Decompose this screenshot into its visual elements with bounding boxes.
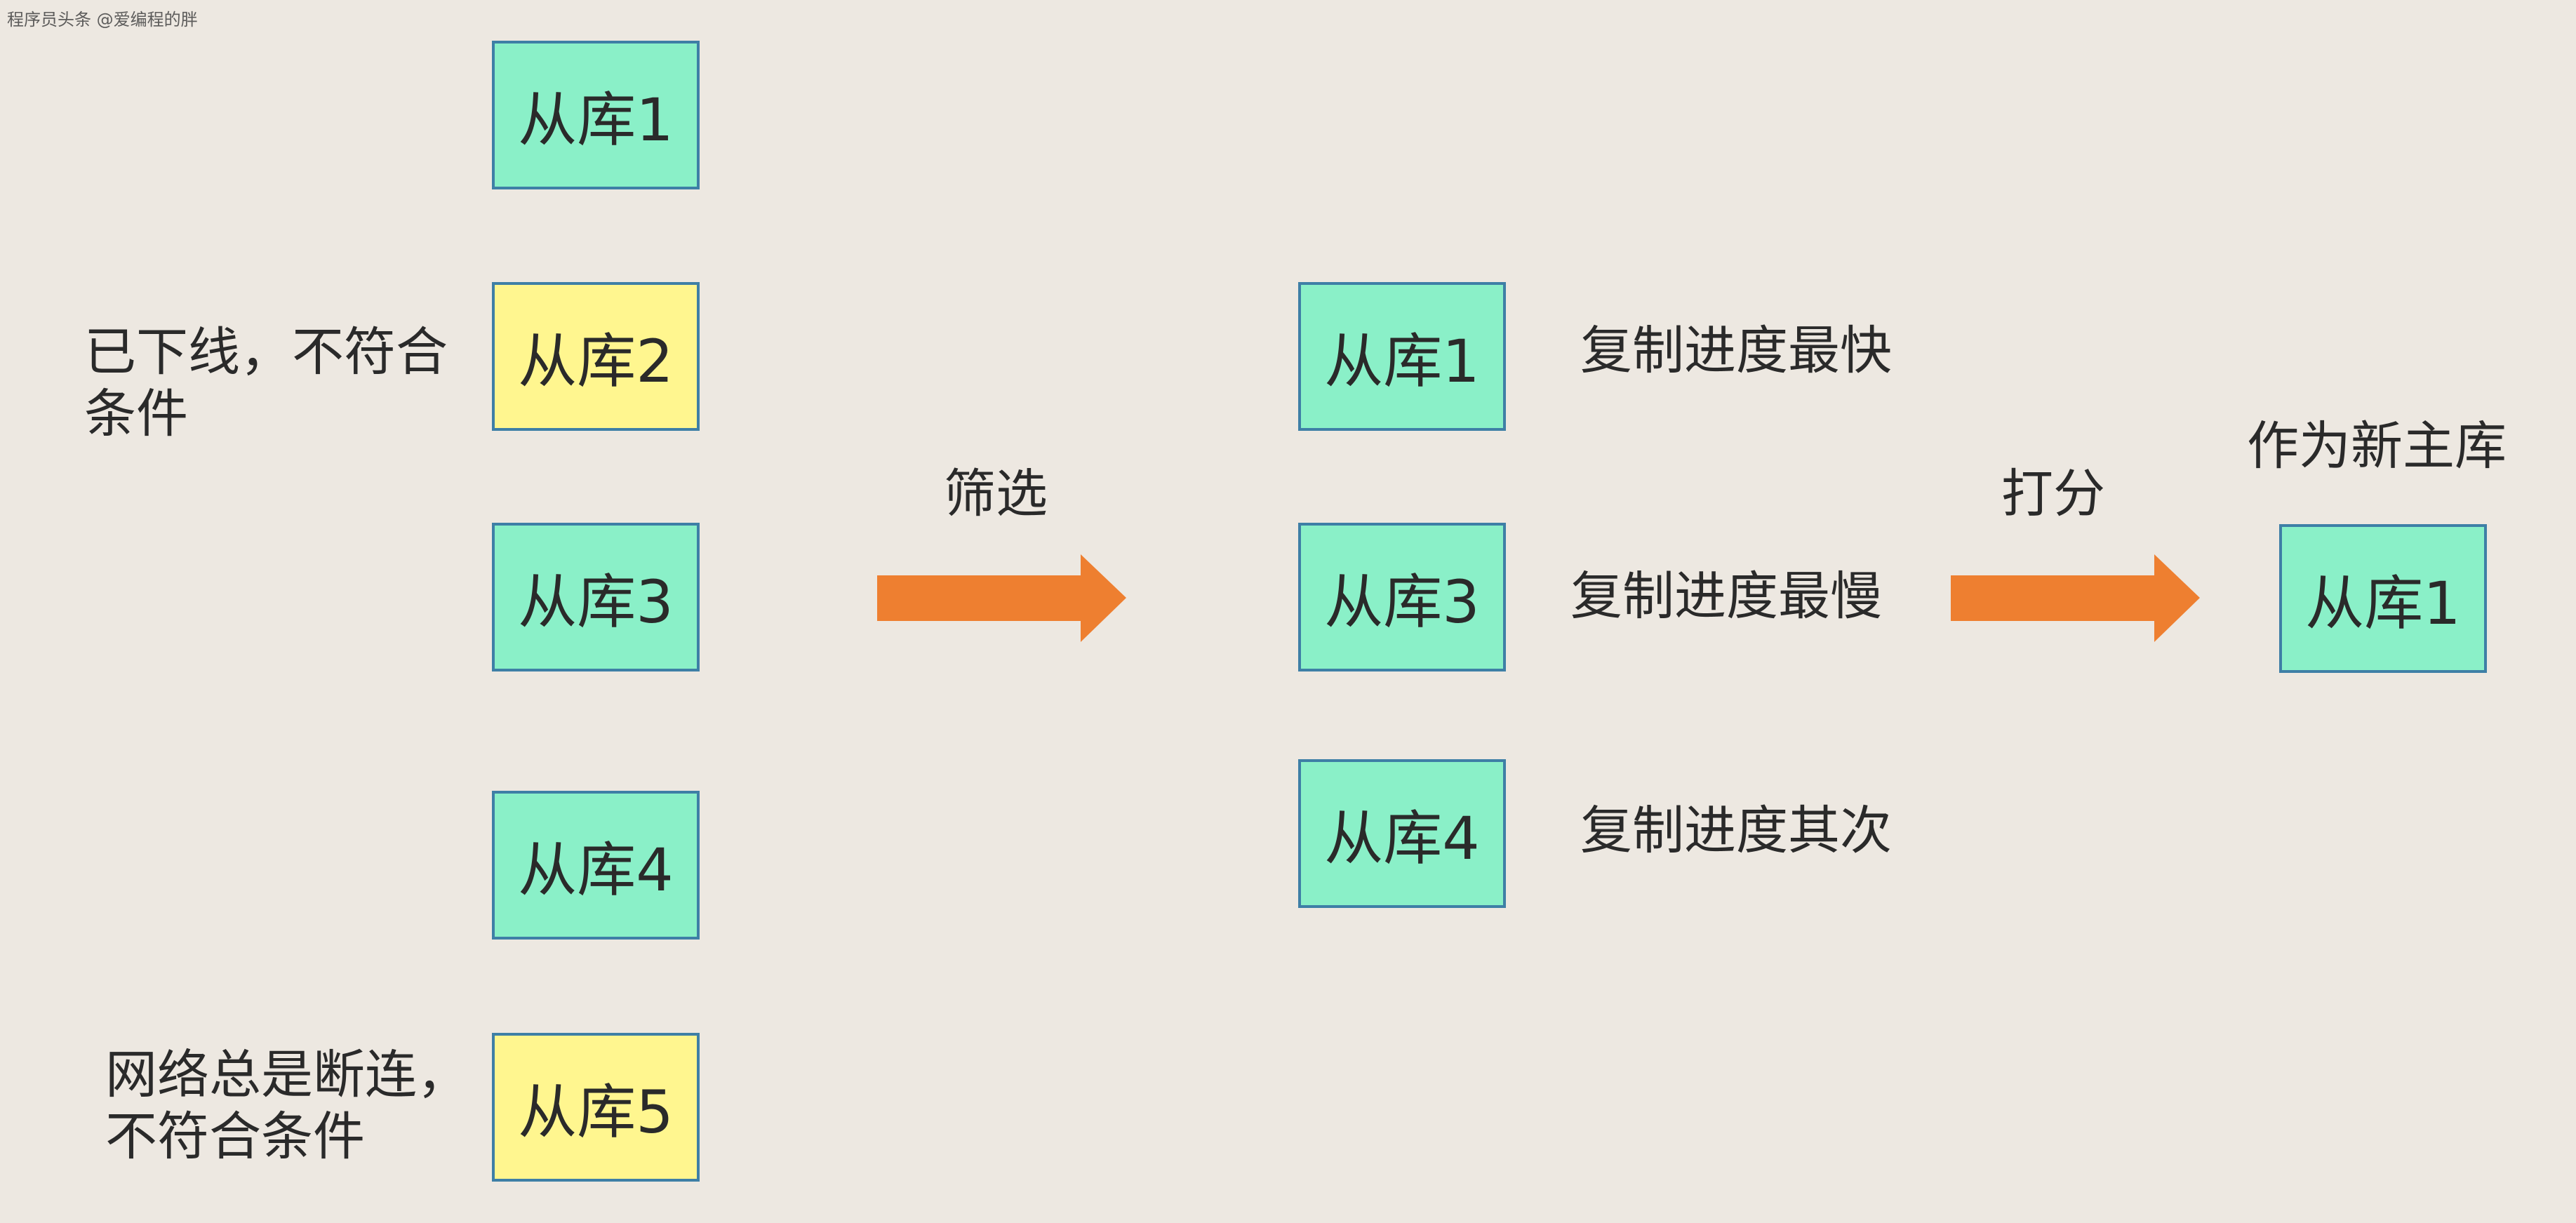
new-master-box: 从库1 — [2279, 524, 2487, 673]
mid-replica-4-progress: 复制进度其次 — [1580, 801, 1892, 861]
replica-2-note-line-1: 已下线，不符合 — [84, 322, 448, 382]
replica-5-note-line-2: 不符合条件 — [105, 1107, 365, 1167]
left-replica-4-box: 从库4 — [492, 791, 700, 940]
replica-5-note-line-1: 网络总是断连， — [105, 1045, 469, 1105]
mid-replica-3-box: 从库3 — [1298, 523, 1506, 671]
mid-replica-3-progress: 复制进度最慢 — [1570, 566, 1882, 627]
filter-step-label: 筛选 — [944, 464, 1048, 524]
score-step-label: 打分 — [2001, 464, 2105, 524]
mid-replica-4-label: 从库4 — [1324, 803, 1480, 873]
left-replica-2-box: 从库2 — [492, 282, 700, 431]
mid-replica-1-label: 从库1 — [1324, 326, 1480, 396]
mid-replica-1-box: 从库1 — [1298, 282, 1506, 431]
replica-2-note: 已下线，不符合 条件 — [84, 321, 448, 445]
left-replica-2-label: 从库2 — [518, 326, 674, 396]
replica-2-note-line-2: 条件 — [84, 384, 188, 444]
mid-replica-4-box: 从库4 — [1298, 759, 1506, 908]
left-replica-4-label: 从库4 — [518, 835, 674, 904]
mid-replica-3-label: 从库3 — [1324, 567, 1480, 636]
left-replica-5-box: 从库5 — [492, 1033, 700, 1182]
new-master-title: 作为新主库 — [2247, 416, 2507, 476]
left-replica-1-label: 从库1 — [518, 85, 674, 154]
watermark: 程序员头条 @爱编程的胖 — [7, 10, 198, 29]
left-replica-3-label: 从库3 — [518, 567, 674, 636]
filter-arrow — [877, 554, 1126, 642]
mid-replica-1-progress: 复制进度最快 — [1580, 321, 1892, 381]
filter-arrow-shape — [877, 554, 1126, 642]
replica-5-note: 网络总是断连， 不符合条件 — [105, 1044, 469, 1168]
left-replica-3-box: 从库3 — [492, 523, 700, 671]
left-replica-5-label: 从库5 — [518, 1077, 674, 1147]
left-replica-1-box: 从库1 — [492, 41, 700, 189]
score-arrow — [1951, 554, 2200, 642]
score-arrow-shape — [1951, 554, 2200, 642]
new-master-label: 从库1 — [2305, 568, 2461, 638]
